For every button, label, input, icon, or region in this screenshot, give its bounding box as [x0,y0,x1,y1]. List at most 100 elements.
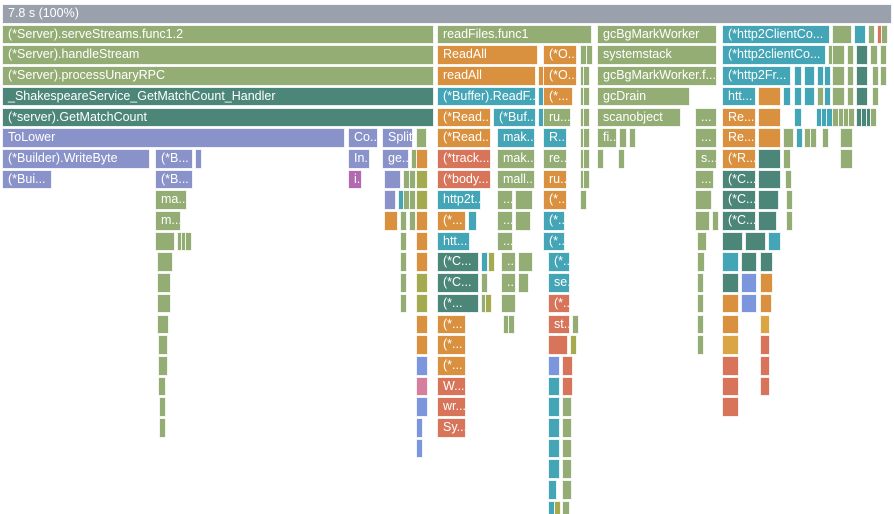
flame-frame[interactable]: ... [695,169,714,190]
flame-frame[interactable]: (*... [543,231,565,252]
flame-root-frame[interactable]: 7.8 s (100%) [2,4,892,24]
flame-frame[interactable] [416,190,428,210]
flame-frame[interactable]: (*R... [722,148,756,169]
flame-frame[interactable]: Re... [722,107,756,128]
flame-frame[interactable]: (*... [548,293,570,314]
flame-frame[interactable]: (*Read... [437,128,491,148]
flame-frame[interactable]: (*C... [722,169,756,190]
flame-frame[interactable]: i... [348,169,362,190]
flame-frame[interactable]: systemstack [597,45,717,66]
flame-frame[interactable] [583,86,590,107]
flame-frame[interactable] [722,293,739,314]
flame-frame[interactable] [157,273,171,293]
flame-frame[interactable]: (*... [437,293,479,314]
flame-frame[interactable] [554,500,561,514]
flame-frame[interactable]: R... [543,128,567,148]
flame-frame[interactable] [856,66,868,86]
flame-frame[interactable] [629,128,636,148]
flame-frame[interactable] [722,273,739,293]
flame-frame[interactable] [796,128,803,148]
flame-frame[interactable] [722,397,739,417]
flame-frame[interactable]: (*Buf... [493,107,536,128]
flame-frame[interactable] [768,231,781,252]
flame-frame[interactable]: (*server).GetMatchCount [2,107,434,128]
flame-frame[interactable] [854,24,866,45]
flame-frame[interactable] [697,335,704,355]
flame-frame[interactable] [416,169,428,190]
flame-frame[interactable] [416,397,428,417]
flame-frame[interactable]: gcDrain [597,86,690,107]
flame-frame[interactable] [416,128,427,148]
flame-frame[interactable]: ToLower [2,128,345,148]
flame-frame[interactable] [832,24,852,45]
flame-frame[interactable] [840,128,853,148]
flame-frame[interactable] [416,252,428,273]
flame-frame[interactable]: (*... [437,211,466,231]
flame-frame[interactable] [856,86,868,107]
flame-frame[interactable] [400,273,407,293]
flame-frame[interactable] [562,418,572,438]
flame-frame[interactable] [794,86,802,107]
flame-frame[interactable] [880,66,887,86]
flame-frame[interactable] [824,86,831,107]
flame-frame[interactable] [760,376,770,397]
flame-frame[interactable] [400,231,407,252]
flame-frame[interactable] [817,86,824,107]
flame-frame[interactable] [158,376,166,397]
flame-frame[interactable]: st... [548,314,570,335]
flame-frame[interactable] [562,459,572,480]
flame-frame[interactable]: htt... [437,231,470,252]
flame-frame[interactable] [722,335,739,355]
flame-frame[interactable] [384,211,398,231]
flame-frame[interactable] [847,66,854,86]
flame-frame[interactable]: ... [497,190,513,210]
flame-frame[interactable] [548,335,568,355]
flame-frame[interactable] [712,211,719,231]
flame-frame[interactable]: (*C... [722,211,756,231]
flame-frame[interactable]: ru... [543,107,571,128]
flame-frame[interactable] [758,169,781,190]
flame-frame[interactable] [783,86,791,107]
flame-frame[interactable]: ma... [155,190,187,210]
flame-frame[interactable] [848,107,855,128]
flame-frame[interactable]: ... [497,211,513,231]
flame-frame[interactable]: (*... [543,190,567,210]
flame-frame[interactable] [583,66,590,86]
flame-frame[interactable] [548,376,560,397]
flame-frame[interactable]: (*body... [437,169,491,190]
flame-frame[interactable] [697,293,704,314]
flame-frame[interactable]: (*Bui... [2,169,52,190]
flame-frame[interactable] [195,148,202,169]
flame-frame[interactable] [817,66,824,86]
flame-frame[interactable] [597,148,604,169]
flame-frame[interactable] [870,45,878,66]
flame-frame[interactable] [409,169,416,190]
flame-frame[interactable] [409,190,416,210]
flame-frame[interactable] [562,480,572,500]
flame-frame[interactable] [157,252,173,273]
flame-frame[interactable] [760,273,773,293]
flame-frame[interactable] [548,459,560,480]
flame-frame[interactable] [515,190,533,210]
flame-frame[interactable] [722,231,743,252]
flame-frame[interactable]: Sy... [437,418,466,438]
flame-frame[interactable]: gcBgMarkWorker.f... [597,66,717,86]
flame-frame[interactable] [758,107,781,128]
flame-frame[interactable] [416,293,428,314]
flame-frame[interactable] [697,314,704,335]
flame-frame[interactable]: (*Server).serveStreams.func1.2 [2,24,434,45]
flame-frame[interactable]: Split [382,128,413,148]
flame-frame[interactable] [157,293,171,314]
flame-frame[interactable] [562,500,570,514]
flame-frame[interactable] [185,231,192,252]
flame-frame[interactable]: ru... [543,169,567,190]
flame-frame[interactable]: mak... [497,128,535,148]
flame-frame[interactable] [400,252,407,273]
flame-frame[interactable] [872,86,879,107]
flame-frame[interactable]: W... [437,376,466,397]
flame-frame[interactable]: readAll [437,66,536,86]
flame-frame[interactable] [562,397,572,417]
flame-frame[interactable] [481,273,488,293]
flame-frame[interactable] [695,211,710,231]
flame-frame[interactable] [548,355,560,376]
